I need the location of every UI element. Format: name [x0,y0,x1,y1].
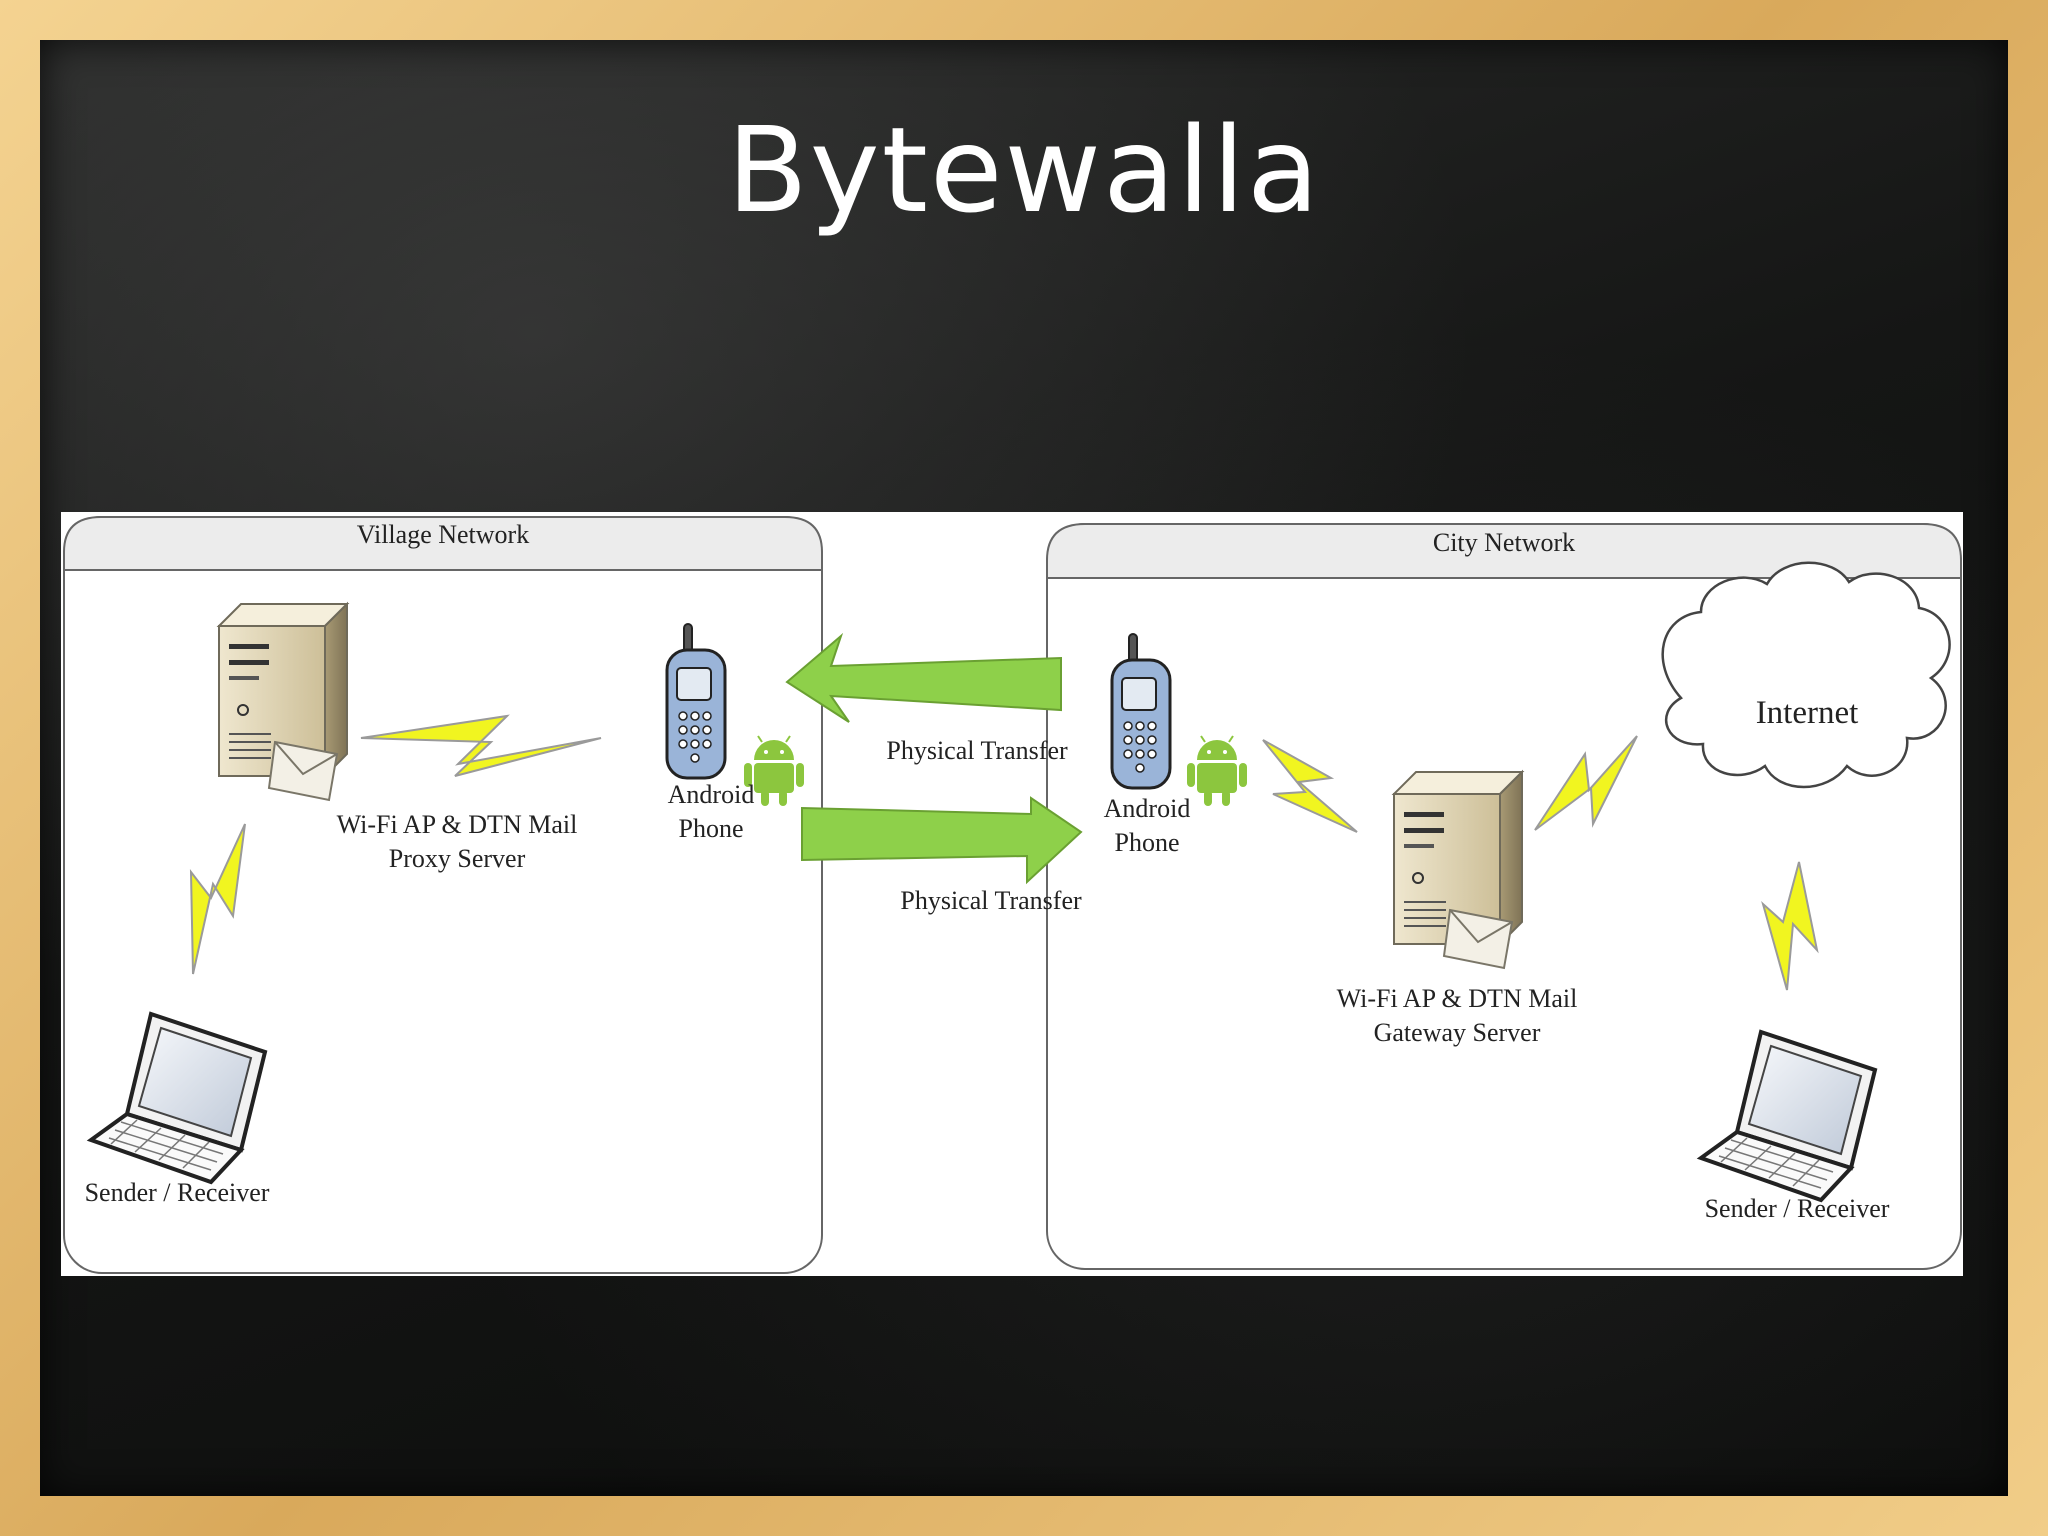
diagram-graphics [63,516,1962,1274]
internet-cloud-icon [1661,561,1951,789]
city-phone-label-line2: Phone [1114,828,1180,857]
village-server-icon [218,603,348,801]
village-laptop-label: Sender / Receiver [84,1178,270,1207]
city-server-icon [1393,771,1523,969]
city-wifi-bolt-internet [1534,735,1638,831]
village-network-title: Village Network [356,520,530,549]
city-laptop-label: Sender / Receiver [1704,1194,1890,1223]
city-server-label-line2: Gateway Server [1373,1018,1541,1047]
transfer-arrow-right [801,796,1083,885]
network-diagram: Village Network City Network Wi-Fi AP & … [61,512,1963,1276]
village-server-label-line2: Proxy Server [388,844,526,873]
village-wifi-bolt-horizontal [360,714,602,777]
transfer-label-top: Physical Transfer [886,736,1068,765]
city-wifi-bolt-laptop [1761,861,1819,991]
internet-label: Internet [1755,695,1859,731]
transfer-arrow-left [785,632,1062,723]
village-phone-label-line2: Phone [678,814,744,843]
city-phone-label-line1: Android [1103,794,1191,823]
transfer-label-bottom: Physical Transfer [900,886,1082,915]
village-server-label-line1: Wi-Fi AP & DTN Mail [336,810,578,839]
slide-title: Bytewalla [726,101,1322,239]
city-server-label-line1: Wi-Fi AP & DTN Mail [1336,984,1578,1013]
village-wifi-bolt-vertical [189,823,246,975]
village-phone-label-line1: Android [667,780,755,809]
city-network-title: City Network [1432,528,1576,557]
city-wifi-bolt-phone [1262,739,1358,833]
